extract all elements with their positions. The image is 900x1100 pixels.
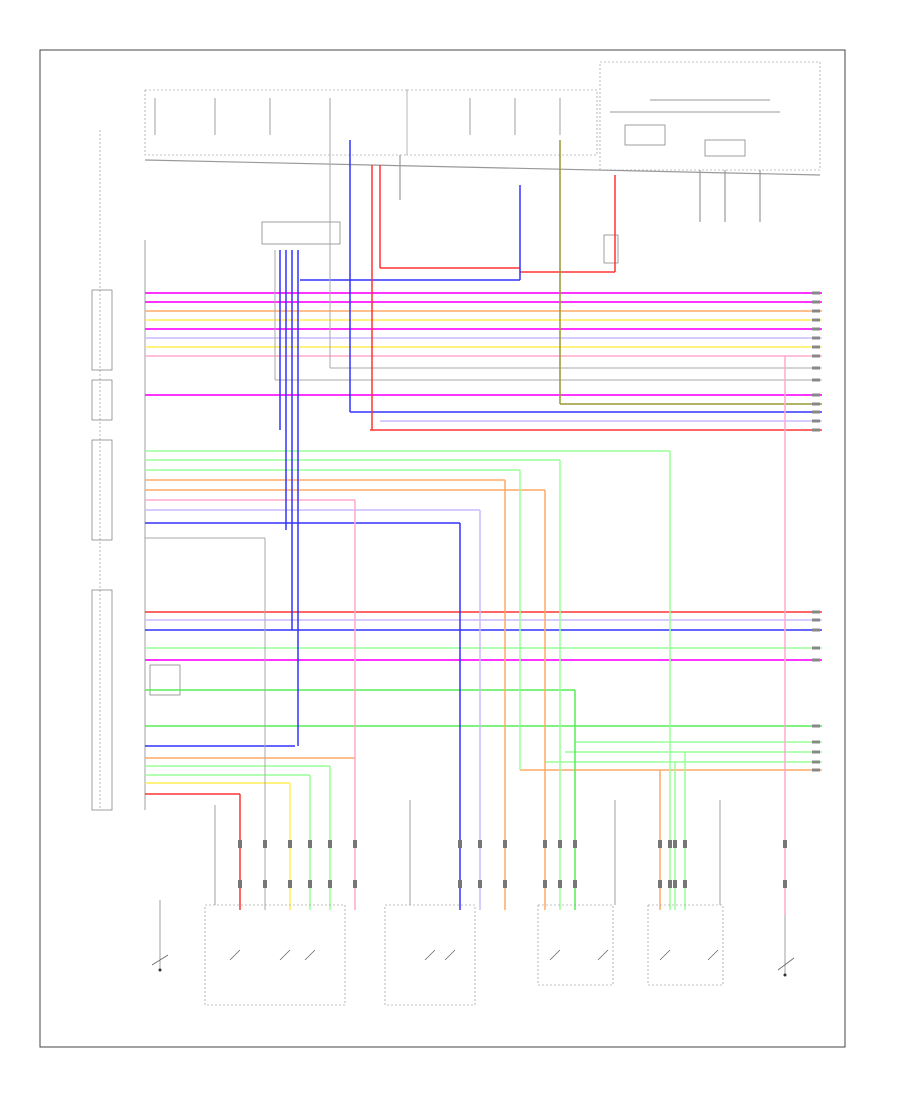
edge-mark-9 xyxy=(812,378,820,382)
wire-connector-16-0 xyxy=(683,840,687,848)
main-body-ecu xyxy=(91,130,181,811)
wire-connector-2-1 xyxy=(503,880,507,888)
instrument-panel-junction xyxy=(599,61,821,171)
edge-mark-10 xyxy=(812,393,820,397)
left-rear-window-motor xyxy=(537,904,614,986)
wire-connector-10-0 xyxy=(238,840,242,848)
edge-mark-14 xyxy=(812,428,820,432)
junction-connector xyxy=(261,221,341,245)
edge-mark-22 xyxy=(812,750,820,754)
window-control-relay xyxy=(149,664,181,696)
edge-mark-3 xyxy=(812,318,820,322)
ground-wires xyxy=(144,155,821,222)
edge-mark-6 xyxy=(812,345,820,349)
wire-connector-16-1 xyxy=(683,880,687,888)
wire-connector-4-1 xyxy=(353,880,357,888)
wire-connector-6-0 xyxy=(458,840,462,848)
edge-mark-11 xyxy=(812,402,820,406)
wire-connector-2-0 xyxy=(503,840,507,848)
wire-connector-8-1 xyxy=(573,880,577,888)
edge-mark-2 xyxy=(812,309,820,313)
wire-connector-1-0 xyxy=(558,840,562,848)
edge-mark-13 xyxy=(812,419,820,423)
wire-connector-15-1 xyxy=(673,880,677,888)
edge-mark-18 xyxy=(812,646,820,650)
wire-connector-13-0 xyxy=(328,840,332,848)
edge-mark-21 xyxy=(812,740,820,744)
wire-connector-15-0 xyxy=(673,840,677,848)
wire-connector-13-1 xyxy=(328,880,332,888)
wire-connector-14-0 xyxy=(658,840,662,848)
right-rear-window-switch-assembly xyxy=(384,904,476,1006)
wire-connector-5-1 xyxy=(478,880,482,888)
diagram-frame xyxy=(39,49,846,1048)
edge-mark-20 xyxy=(812,724,820,728)
wire-connector-0-0 xyxy=(668,840,672,848)
wire-connector-14-1 xyxy=(658,880,662,888)
edge-mark-19 xyxy=(812,658,820,662)
wire-layer xyxy=(145,120,822,915)
edge-connector-marks xyxy=(238,291,820,888)
edge-mark-4 xyxy=(812,327,820,331)
wire-connector-12-0 xyxy=(308,840,312,848)
edge-mark-15 xyxy=(812,610,820,614)
edge-mark-1 xyxy=(812,300,820,304)
edge-mark-8 xyxy=(812,366,820,370)
wire-connector-9-1 xyxy=(783,880,787,888)
wire-connector-1-1 xyxy=(558,880,562,888)
relay-box xyxy=(603,234,619,264)
edge-mark-0 xyxy=(812,291,820,295)
wire-connector-11-1 xyxy=(288,880,292,888)
edge-mark-23 xyxy=(812,760,820,764)
wire-connector-10-1 xyxy=(238,880,242,888)
bottom-components xyxy=(151,800,795,1006)
wire-connector-6-1 xyxy=(458,880,462,888)
wire-connector-11-0 xyxy=(288,840,292,848)
edge-mark-17 xyxy=(812,628,820,632)
edge-mark-5 xyxy=(812,336,820,340)
wire-connector-7-0 xyxy=(263,840,267,848)
left-rear-window-switch-assembly xyxy=(204,904,346,1006)
driver-door-switch xyxy=(151,900,169,972)
wire-connector-7-1 xyxy=(263,880,267,888)
switch-contacts xyxy=(229,949,719,961)
wire-connector-3-0 xyxy=(543,840,547,848)
motor-leads xyxy=(214,800,721,905)
wire-connector-8-0 xyxy=(573,840,577,848)
wire-connector-12-1 xyxy=(308,880,312,888)
passenger-door-switch xyxy=(777,915,795,977)
wire-connector-3-1 xyxy=(543,880,547,888)
edge-mark-12 xyxy=(812,410,820,414)
wire-connector-4-0 xyxy=(353,840,357,848)
edge-mark-7 xyxy=(812,354,820,358)
junction-block xyxy=(144,61,821,171)
right-rear-window-motor xyxy=(647,904,724,986)
wire-connector-9-0 xyxy=(783,840,787,848)
edge-mark-24 xyxy=(812,768,820,772)
wire-connector-5-0 xyxy=(478,840,482,848)
wire-connector-0-1 xyxy=(668,880,672,888)
edge-mark-16 xyxy=(812,618,820,622)
